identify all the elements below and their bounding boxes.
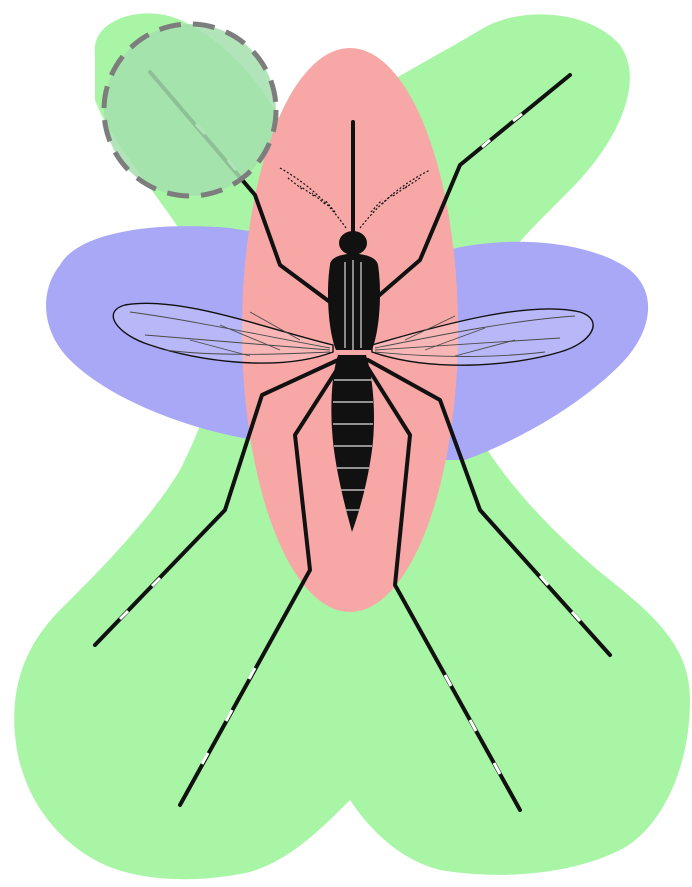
thorax <box>328 254 380 350</box>
head <box>339 231 367 255</box>
highlight-circle <box>104 24 276 196</box>
